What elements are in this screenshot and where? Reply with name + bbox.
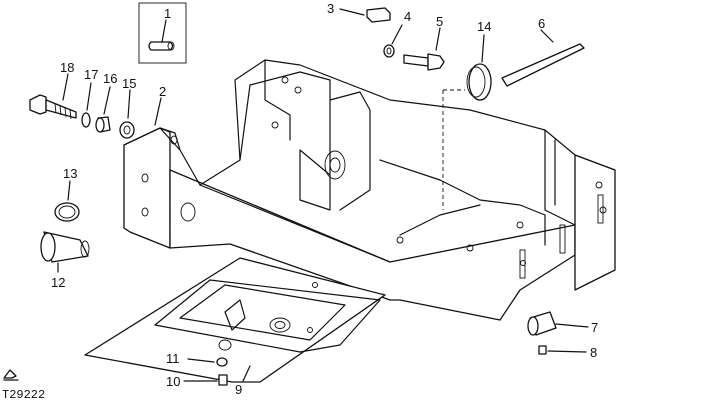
- callout-6: 6: [538, 16, 545, 31]
- part-15-ring: [119, 89, 135, 139]
- part-1-inset: [138, 2, 187, 64]
- cover-plate: [84, 257, 386, 383]
- figure-id: T29222: [2, 388, 45, 402]
- part-13-ring: [54, 180, 80, 222]
- part-8-fitting: [538, 345, 587, 355]
- callout-9: 9: [235, 382, 242, 397]
- part-3-block: [339, 7, 391, 23]
- callout-10: 10: [166, 374, 180, 389]
- part-4-washer: [383, 24, 403, 58]
- callout-8: 8: [590, 345, 597, 360]
- callout-7: 7: [591, 320, 598, 335]
- part-12-pin: [40, 231, 90, 273]
- callout-3: 3: [327, 1, 334, 16]
- callout-2: 2: [159, 84, 166, 99]
- part-18-bolt: [29, 73, 77, 120]
- callout-17: 17: [84, 67, 98, 82]
- callout-4: 4: [404, 9, 411, 24]
- manufacturer-logo: [3, 369, 19, 381]
- part-2-leader: [154, 97, 162, 126]
- callout-5: 5: [436, 14, 443, 29]
- callout-1: 1: [164, 6, 171, 21]
- part-16-bushing: [95, 86, 111, 133]
- callout-18: 18: [60, 60, 74, 75]
- part-5-bolt: [403, 27, 445, 71]
- callout-12: 12: [51, 275, 65, 290]
- part-10-11-fittings: [183, 357, 251, 386]
- callout-16: 16: [103, 71, 117, 86]
- part-17-washer: [81, 82, 92, 128]
- callout-13: 13: [63, 166, 77, 181]
- callout-11: 11: [166, 351, 180, 366]
- part-7-sleeve: [527, 311, 589, 336]
- part-14-plug: [466, 34, 492, 101]
- callout-15: 15: [122, 76, 136, 91]
- main-housing: [123, 59, 616, 321]
- part-6-strip: [501, 29, 585, 87]
- callout-14: 14: [477, 19, 491, 34]
